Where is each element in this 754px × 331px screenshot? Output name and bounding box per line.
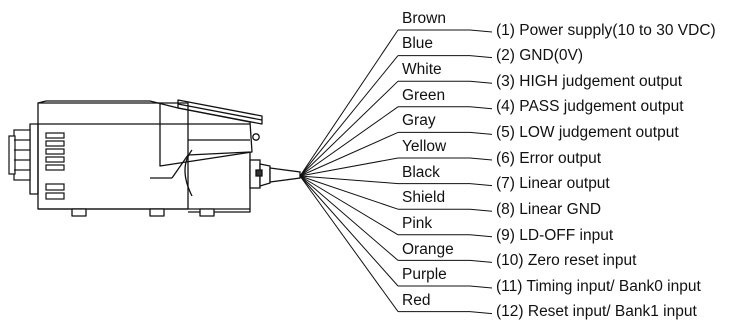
wire-fan-line xyxy=(299,29,399,177)
wire-connector-line xyxy=(469,106,493,110)
wire-color-label: Shield xyxy=(402,189,446,206)
wire-connector-line xyxy=(469,234,493,238)
wire-connector-line xyxy=(469,157,493,161)
wire-function-label: (7) Linear output xyxy=(496,175,610,192)
wire-function-label: (2) GND(0V) xyxy=(496,47,583,64)
wire-connector-line xyxy=(469,208,493,212)
wire-fan-line xyxy=(299,131,399,177)
wire-color-label: Green xyxy=(402,87,446,104)
wire-function-label: (3) HIGH judgement output xyxy=(496,73,683,90)
wire-function-label: (6) Error output xyxy=(496,150,602,167)
wire-color-label: White xyxy=(402,61,442,78)
wire-color-label: Pink xyxy=(402,215,433,232)
wire-function-label: (8) Linear GND xyxy=(496,201,602,218)
wire-connector-line xyxy=(469,259,493,263)
wire-connector-line xyxy=(469,311,493,315)
wire-color-label: Orange xyxy=(402,241,454,258)
wire-color-label: Red xyxy=(402,292,431,309)
wire-color-label: Purple xyxy=(402,266,447,283)
wire-fan-line xyxy=(299,175,399,312)
wire-fan-line xyxy=(299,175,399,236)
wire-color-label: Brown xyxy=(402,10,446,27)
wire-fan-line xyxy=(299,175,399,210)
wire-fan-line xyxy=(299,80,399,177)
wire-connector-line xyxy=(469,183,493,187)
wire-fan-line xyxy=(299,55,399,177)
wire-function-label: (12) Reset input/ Bank1 input xyxy=(496,303,697,320)
wire-connector-line xyxy=(469,131,493,135)
wire-color-label: Black xyxy=(402,164,440,181)
wire-fan-line xyxy=(299,175,399,287)
wire-fan-line xyxy=(299,175,399,185)
wire-connector-line xyxy=(469,80,493,84)
wire-color-label: Gray xyxy=(402,112,436,129)
wire-color-label: Blue xyxy=(402,35,434,52)
wire-function-label: (5) LOW judgement output xyxy=(496,124,679,141)
wire-connector-line xyxy=(469,55,493,59)
wire-function-label: (4) PASS judgement output xyxy=(496,98,684,115)
wire-fan-line xyxy=(299,157,399,177)
wire-function-label: (1) Power supply(10 to 30 VDC) xyxy=(496,22,716,39)
wire-fan-line xyxy=(299,106,399,177)
wire-connector-line xyxy=(469,29,493,33)
wire-fan-line xyxy=(299,175,399,261)
wire-function-label: (11) Timing input/ Bank0 input xyxy=(496,278,701,295)
wire-function-label: (9) LD-OFF input xyxy=(496,227,614,244)
wire-function-label: (10) Zero reset input xyxy=(496,252,637,269)
wire-connector-line xyxy=(469,285,493,289)
wire-color-label: Yellow xyxy=(402,138,447,155)
